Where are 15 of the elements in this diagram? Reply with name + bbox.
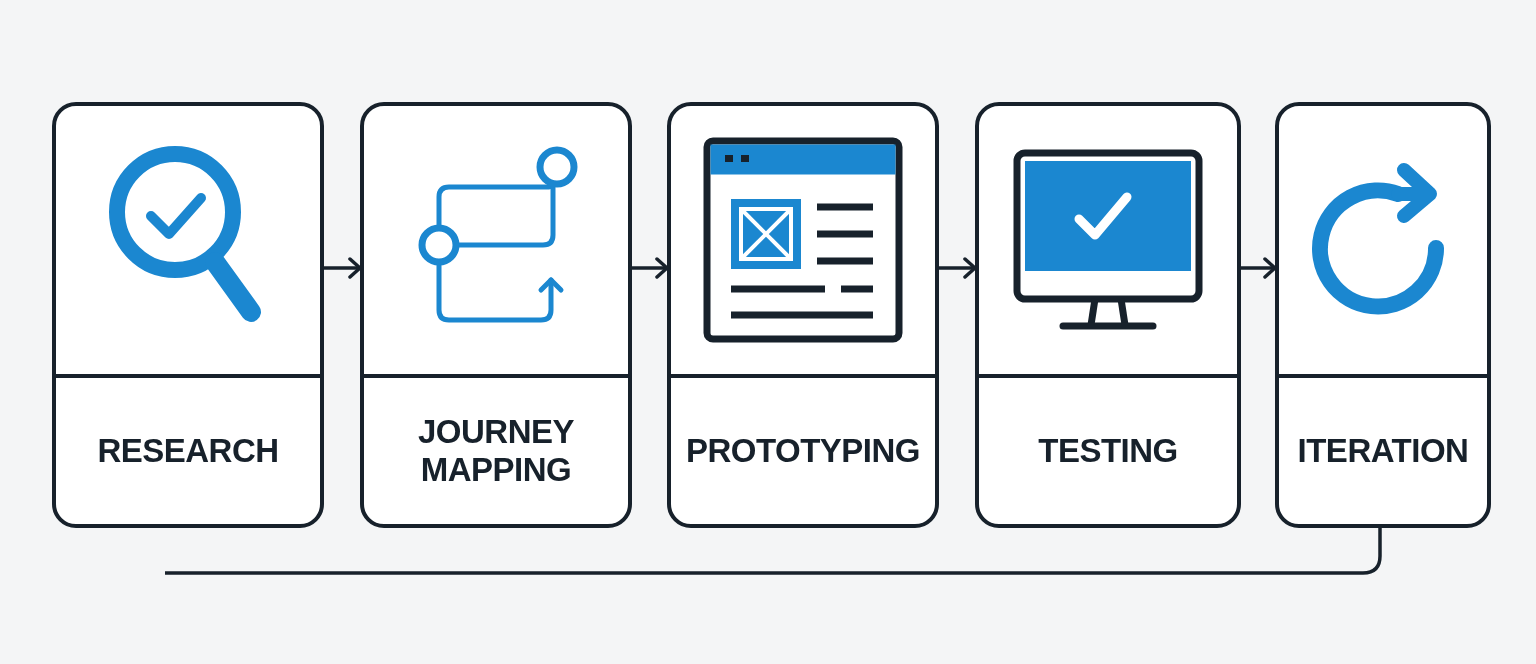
arrow bbox=[939, 257, 977, 279]
step-card bbox=[52, 102, 324, 528]
step-card bbox=[1275, 102, 1491, 528]
arrow bbox=[1241, 257, 1277, 279]
step-label: PROTOTYPING bbox=[685, 432, 921, 470]
arrow bbox=[632, 257, 669, 279]
step-card bbox=[975, 102, 1241, 528]
arrow bbox=[324, 257, 362, 279]
step-card bbox=[360, 102, 632, 528]
step-label: TESTING bbox=[1038, 432, 1178, 470]
step-label: RESEARCH bbox=[97, 432, 279, 470]
step-label: JOURNEY MAPPING bbox=[416, 413, 575, 489]
feedback-line bbox=[165, 528, 1382, 575]
step-label: ITERATION bbox=[1297, 432, 1469, 470]
step-card bbox=[667, 102, 939, 528]
